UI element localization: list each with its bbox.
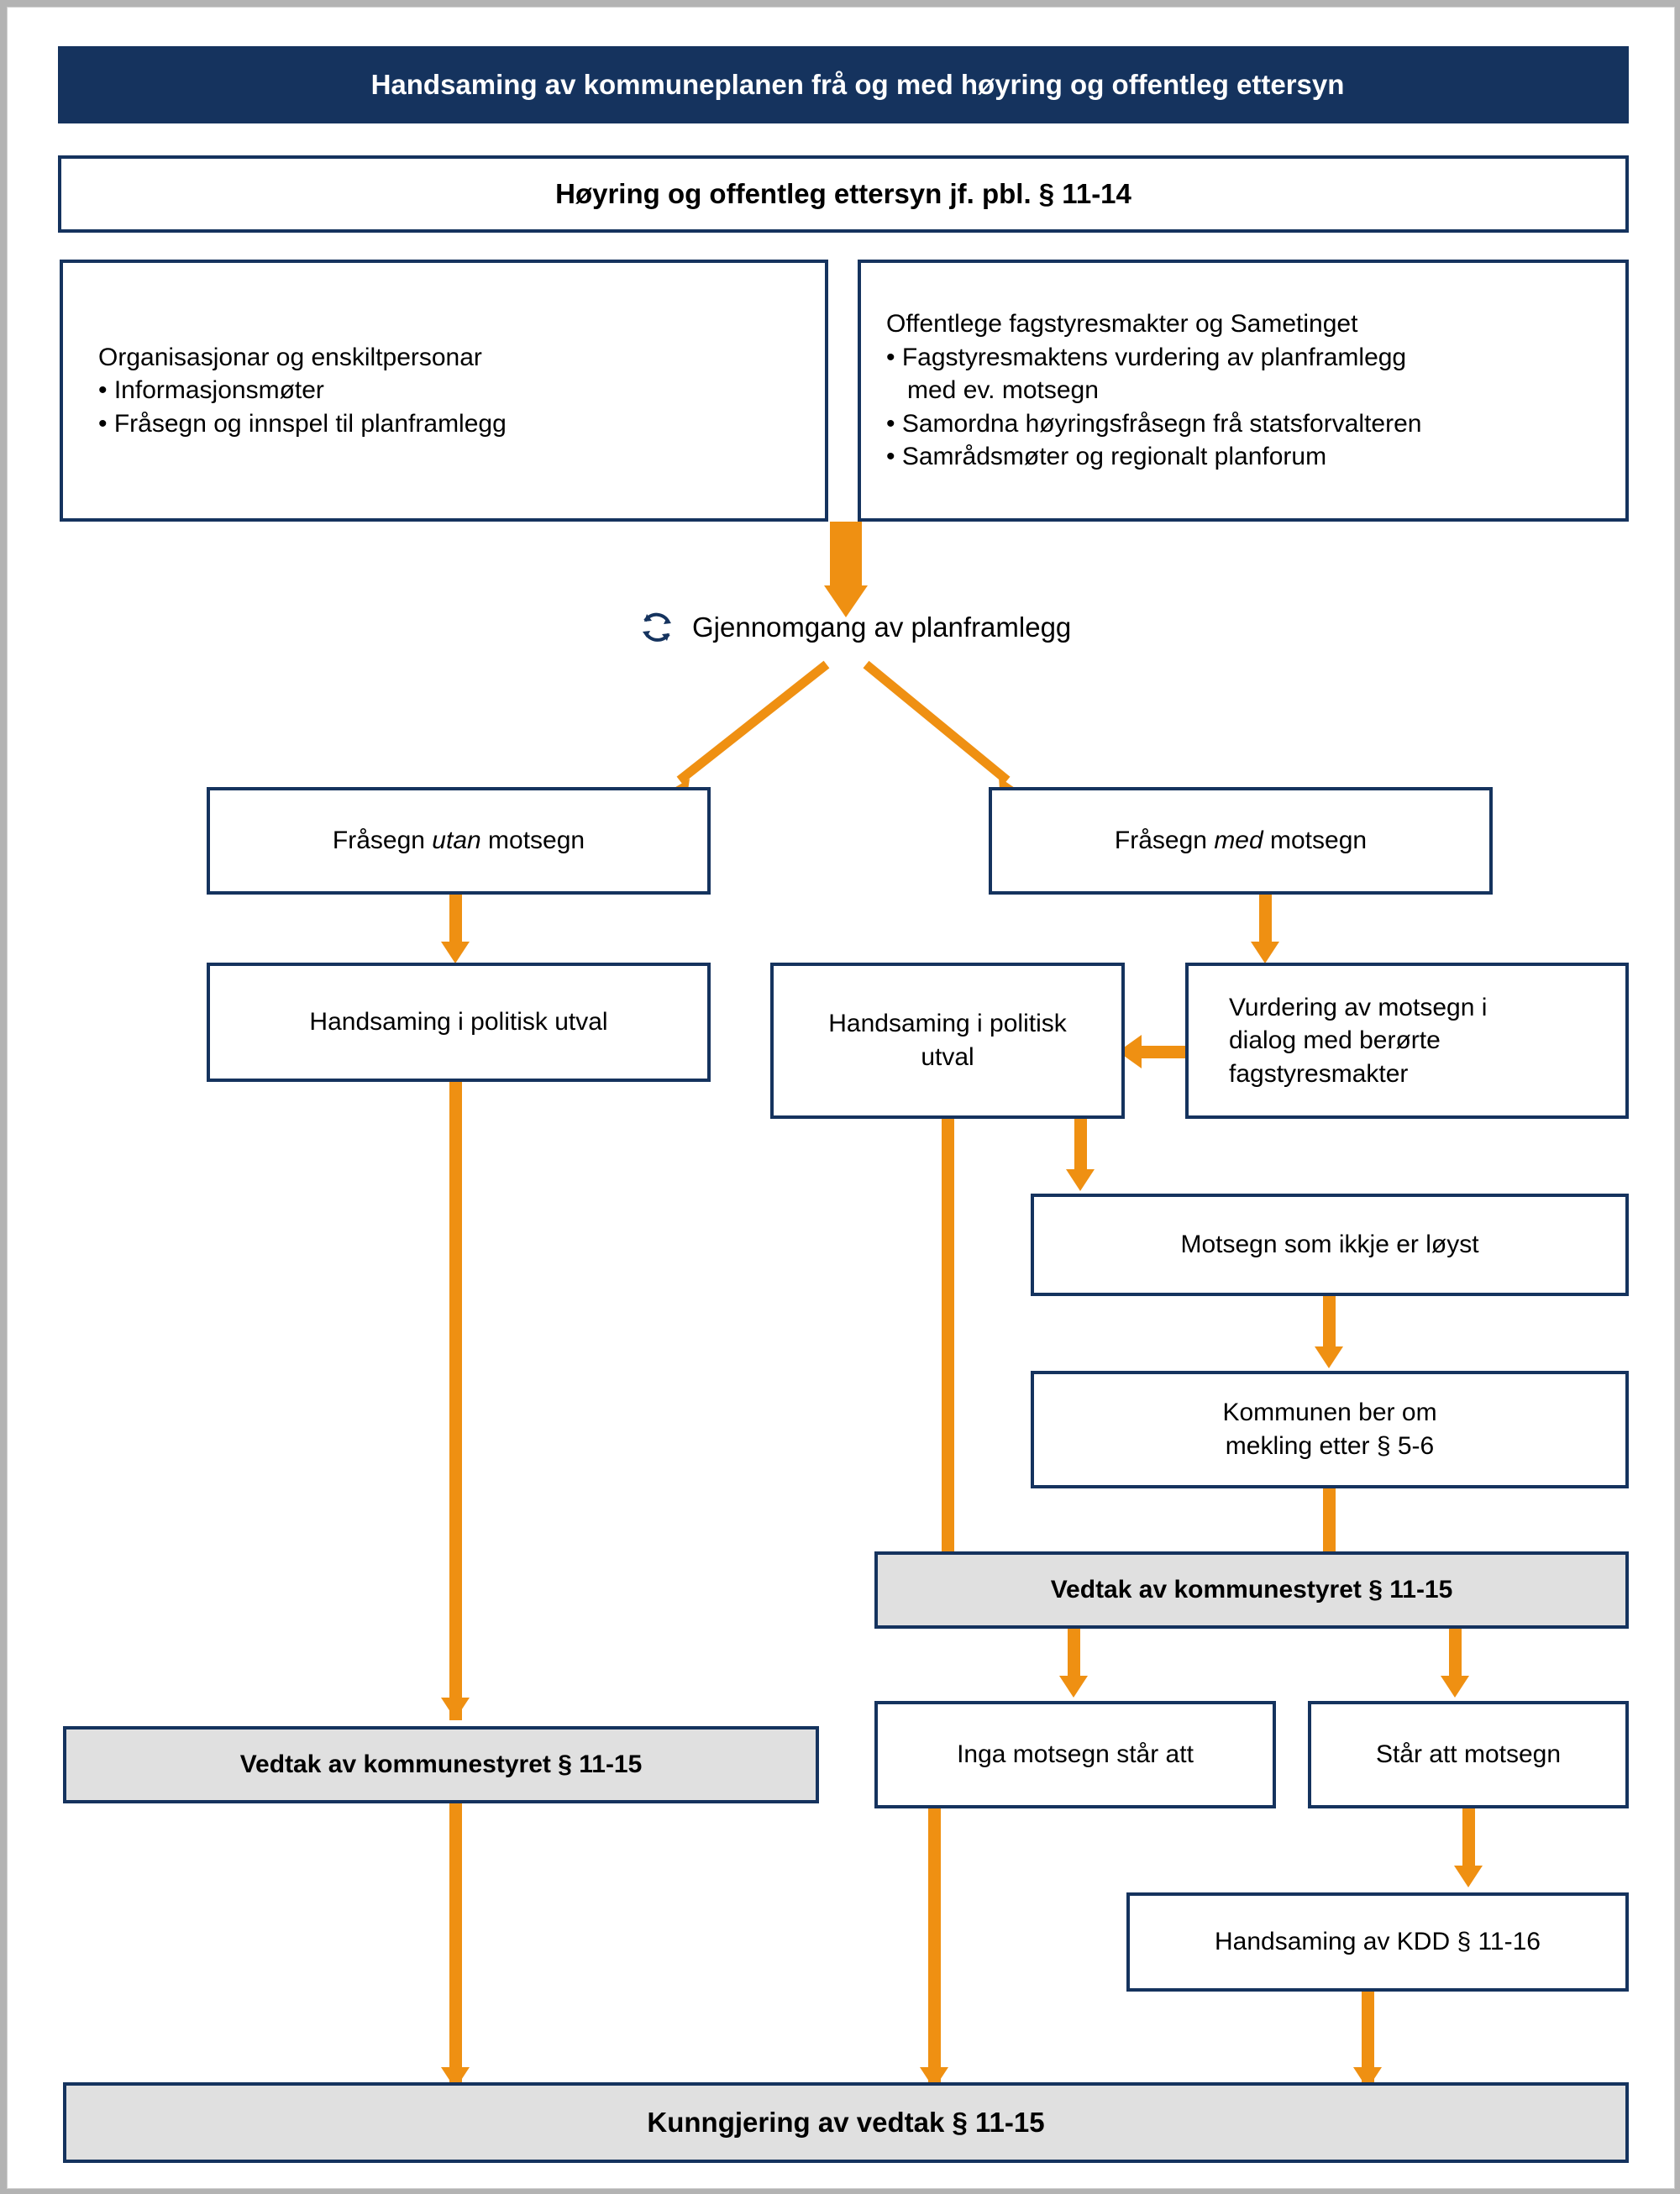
no-objections-left-box: Inga motsegn står att (874, 1701, 1276, 1808)
swi-em: med (1214, 827, 1263, 855)
council-decision-right-box: Vedtak av kommunestyret § 11-15 (874, 1551, 1629, 1629)
connector-council-to-objections-remain (1449, 1629, 1462, 1681)
connector-objections-to-kdd-head (1454, 1866, 1483, 1887)
mediation-line-2: mekling etter § 5-6 (1225, 1432, 1435, 1460)
swi-post: motsegn (1263, 827, 1368, 855)
statement-with-objection-text: Fråsegn med motsegn (1004, 824, 1478, 858)
objection-assessment-box: Vurdering av motsegn i dialog med berørt… (1185, 963, 1629, 1119)
unresolved-objection-box: Motsegn som ikkje er løyst (1031, 1194, 1629, 1296)
connector-council-to-no-objections (1068, 1629, 1080, 1681)
title-bar-text: Handsaming av kommuneplanen frå og med h… (370, 69, 1345, 101)
swo-post: motsegn (480, 827, 585, 855)
authorities-bullet-1: • Fagstyresmaktens vurdering av planfram… (886, 343, 1407, 371)
review-label-text: Gjennomgang av planframlegg (692, 611, 1072, 643)
no-objections-left-text: Inga motsegn står att (957, 1740, 1194, 1769)
connector-authorities-to-review-head (824, 585, 868, 617)
council-decision-left-box: Vedtak av kommunestyret § 11-15 (63, 1726, 819, 1803)
organisations-bullet-2: • Fråsegn og innspel til planframlegg (98, 409, 507, 438)
flowchart-canvas: Handsaming av kommuneplanen frå og med h… (8, 8, 1674, 2188)
diagram-page: Handsaming av kommuneplanen frå og med h… (7, 7, 1675, 2189)
connector-kdd-to-final (1362, 1992, 1374, 2084)
swo-em: utan (432, 827, 481, 855)
political-handling-mid-line-2: utval (921, 1043, 974, 1071)
organisations-heading: Organisasjonar og enskiltpersonar (98, 343, 482, 371)
title-bar: Handsaming av kommuneplanen frå og med h… (58, 46, 1629, 123)
connector-authorities-to-review (830, 522, 862, 587)
statement-without-objection-box: Fråsegn utan motsegn (207, 787, 711, 895)
statement-without-objection-text: Fråsegn utan motsegn (222, 824, 696, 858)
connector-left-handling-to-council (449, 1082, 462, 1720)
swo-pre: Fråsegn (332, 827, 433, 855)
authorities-bullet-3: • Samrådsmøter og regionalt planforum (886, 443, 1327, 471)
connector-right-statement-to-assessment-head (1251, 942, 1279, 963)
objection-assessment-line-1: Vurdering av motsegn i (1229, 993, 1488, 1021)
connector-unresolved-to-mediation (1323, 1296, 1336, 1355)
political-handling-mid-line-1: Handsaming i politisk (828, 1010, 1067, 1038)
connector-objections-to-kdd (1462, 1808, 1475, 1877)
connector-left-statement-to-handling-head (441, 942, 470, 963)
authorities-bullet-2: • Samordna høyringsfråsegn frå statsforv… (886, 409, 1422, 438)
connector-assessment-to-handling (1140, 1046, 1187, 1058)
objection-assessment-line-3: fagstyresmakter (1229, 1059, 1409, 1088)
hearing-box-text: Høyring og offentleg ettersyn jf. pbl. §… (555, 178, 1131, 210)
political-handling-left-box: Handsaming i politisk utval (207, 963, 711, 1082)
statement-with-objection-box: Fråsegn med motsegn (989, 787, 1493, 895)
final-announcement-bar: Kunngjering av vedtak § 11-15 (63, 2082, 1629, 2163)
organisations-box: Organisasjonar og enskiltpersonar • Info… (60, 260, 828, 522)
organisations-bullet-1: • Informasjonsmøter (98, 376, 324, 405)
objections-remain-box: Står att motsegn (1308, 1701, 1629, 1808)
review-label: Gjennomgang av planframlegg (633, 604, 1071, 651)
public-authorities-box: Offentlege fagstyresmakter og Sametinget… (858, 260, 1629, 522)
connector-handling-to-unresolved-head (1066, 1169, 1095, 1191)
connector-handling-mid-to-council (942, 1119, 954, 1577)
objections-remain-text: Står att motsegn (1375, 1740, 1562, 1769)
connector-right-statement-to-assessment (1259, 895, 1272, 947)
mediation-request-box: Kommunen ber om mekling etter § 5-6 (1031, 1371, 1629, 1488)
hearing-box: Høyring og offentleg ettersyn jf. pbl. §… (58, 155, 1629, 233)
final-announcement-text: Kunngjering av vedtak § 11-15 (647, 2107, 1045, 2139)
connector-no-objections-to-final (928, 1808, 941, 2084)
connector-unresolved-to-mediation-head (1315, 1346, 1343, 1368)
kdd-handling-text: Handsaming av KDD § 11-16 (1215, 1928, 1541, 1956)
connector-left-statement-to-handling (449, 895, 462, 947)
political-handling-mid-box: Handsaming i politisk utval (770, 963, 1125, 1119)
swi-pre: Fråsegn (1114, 827, 1215, 855)
objection-assessment-line-2: dialog med berørte (1229, 1026, 1441, 1055)
unresolved-objection-text: Motsegn som ikkje er løyst (1180, 1231, 1479, 1259)
authorities-bullet-1-cont: med ev. motsegn (886, 376, 1099, 405)
connector-left-council-to-final (449, 1803, 462, 2084)
connector-left-handling-to-council-head (441, 1698, 470, 1719)
connector-council-to-objections-remain-head (1441, 1676, 1469, 1698)
connector-council-to-no-objections-head (1059, 1676, 1088, 1698)
authorities-heading: Offentlege fagstyresmakter og Sametinget (886, 310, 1358, 339)
council-decision-right-text: Vedtak av kommunestyret § 11-15 (1050, 1576, 1453, 1604)
political-handling-left-text: Handsaming i politisk utval (309, 1008, 608, 1037)
connector-handling-to-unresolved (1074, 1119, 1087, 1178)
mediation-line-1: Kommunen ber om (1222, 1399, 1437, 1427)
council-decision-left-text: Vedtak av kommunestyret § 11-15 (239, 1750, 643, 1779)
kdd-handling-box: Handsaming av KDD § 11-16 (1126, 1892, 1629, 1992)
cycle-arrows-icon (633, 604, 680, 651)
